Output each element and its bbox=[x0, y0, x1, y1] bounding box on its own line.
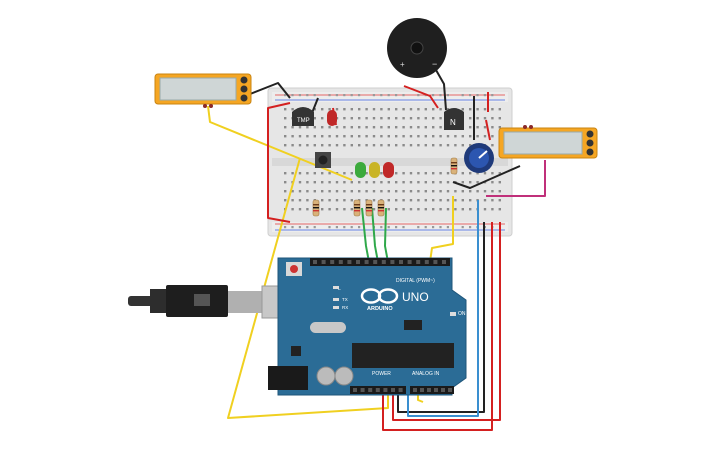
temperature-sensor[interactable]: TMP bbox=[292, 107, 314, 126]
led-green[interactable] bbox=[355, 162, 366, 178]
wire-black-1 bbox=[397, 222, 485, 413]
wire-black-right bbox=[452, 165, 521, 189]
wire-magenta bbox=[486, 160, 546, 197]
led-red-top[interactable] bbox=[327, 110, 337, 126]
wire-black-buzzer bbox=[435, 69, 447, 111]
wire-red-bottom-1 bbox=[382, 222, 493, 431]
npn-transistor[interactable]: N bbox=[444, 108, 464, 130]
lcd-display-right[interactable] bbox=[498, 125, 598, 159]
lcd-display-left[interactable] bbox=[154, 73, 252, 108]
analog-header-label: ANALOG IN bbox=[412, 371, 440, 377]
buzzer-plus-label: + bbox=[400, 60, 405, 69]
l-led-label: L bbox=[338, 286, 341, 292]
led-red[interactable] bbox=[383, 162, 394, 178]
wire-yellow-lcd bbox=[207, 105, 353, 181]
wire-green-1 bbox=[361, 207, 370, 263]
piezo-buzzer[interactable]: + − bbox=[387, 18, 447, 78]
wire-green-3 bbox=[384, 207, 389, 263]
on-led-label: ON bbox=[458, 311, 466, 317]
power-header-label: POWER bbox=[372, 371, 391, 377]
resistors bbox=[312, 157, 458, 217]
led-yellow[interactable] bbox=[369, 162, 380, 178]
wire-blue-1 bbox=[407, 200, 479, 417]
temperature-sensor-label: TMP bbox=[297, 118, 310, 124]
rx-led-label: RX bbox=[342, 305, 348, 310]
wire-red-pot bbox=[485, 119, 491, 141]
board-model-label: UNO bbox=[402, 290, 429, 304]
board-logo-text: ARDUINO bbox=[367, 306, 393, 312]
buzzer-minus-label: − bbox=[432, 59, 437, 69]
arduino-uno-board[interactable]: UNO ARDUINO DIGITAL (PWM~) POWER ANALOG … bbox=[268, 257, 467, 396]
arduino-logo bbox=[360, 288, 399, 304]
wire-green-2 bbox=[371, 207, 379, 263]
transistor-label: N bbox=[450, 118, 456, 127]
wire-red-left bbox=[267, 102, 291, 223]
wire-red-bottom-2 bbox=[392, 222, 501, 421]
wire-black-lcd bbox=[239, 82, 291, 99]
digital-header-label: DIGITAL (PWM~) bbox=[396, 278, 435, 284]
wire-yellow-digital bbox=[429, 196, 454, 263]
potentiometer[interactable] bbox=[464, 143, 494, 173]
pushbutton[interactable] bbox=[315, 152, 331, 168]
tx-led-label: TX bbox=[342, 297, 348, 302]
wire-red-buzzer bbox=[403, 85, 439, 109]
